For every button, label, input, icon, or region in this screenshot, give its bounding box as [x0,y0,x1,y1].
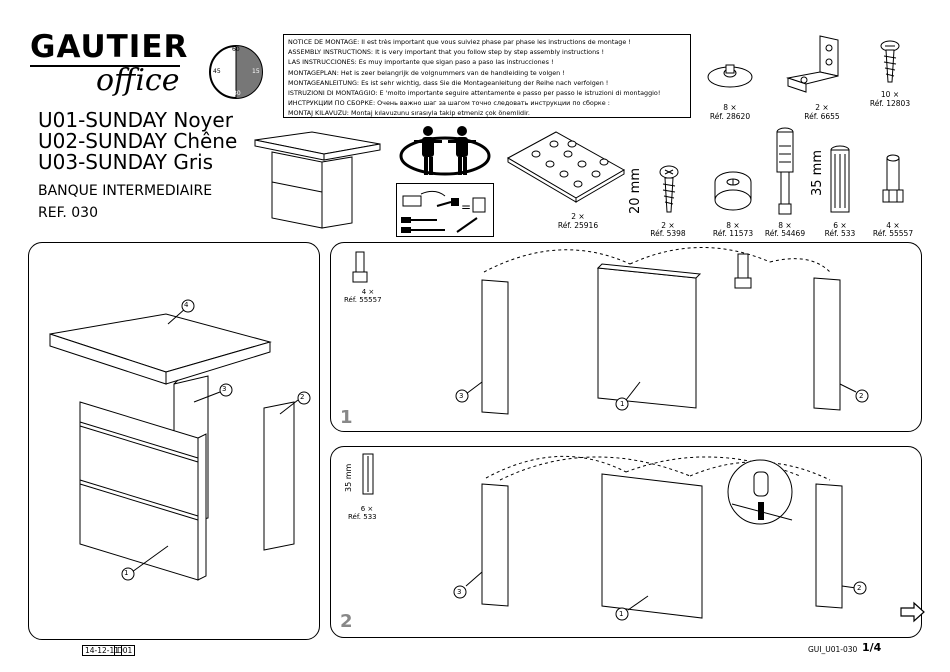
screw-icon [880,40,900,83]
hw-25916-ref: Réf. 25916 [557,221,599,230]
product-name: BANQUE INTERMEDIAIRE [38,183,213,199]
step2-label-1: 1 [619,610,624,618]
step1-drawing [455,247,869,415]
clock-label-15: 15 [252,68,260,75]
hw-12803-ref: Réf. 12803 [869,99,911,108]
hw-533-qty: 6 × [833,221,847,230]
model-line-1: U01-SUNDAY Noyer [38,108,233,132]
step2-panel [330,446,922,638]
step1-ref: Réf. 55557 [344,296,382,304]
connector-plate-icon [506,131,626,203]
hw-28620-qty: 8 × [723,103,737,112]
step2-drawing [453,455,867,621]
hw-6655-ref: Réf. 6655 [804,112,840,121]
notice-de: MONTAGEANLEITUNG: Es ist sehr wichtig, d… [288,78,609,87]
hw-54469-qty: 8 × [778,221,792,230]
clock-label-45: 45 [213,68,221,75]
tools-box: = [396,183,494,237]
leveler-foot-icon [882,154,904,203]
step1-label-2: 2 [859,392,864,400]
step1-label-3: 3 [459,392,464,400]
step2-dowel-icon [362,453,374,495]
hw-533-ref: Réf. 533 [824,229,856,238]
footer-page: 1/4 [862,641,882,654]
overview-label-4: 4 [184,301,189,309]
step2-ref: Réf. 533 [348,513,377,521]
hw-12803-qty: 10 × [880,90,900,99]
notice-en: ASSEMBLY INSTRUCTIONS: It is very import… [288,48,605,57]
hw-25916-qty: 2 × [571,212,585,221]
step2-number: 2 [340,611,353,632]
clock-icon: 60 15 30 45 [208,44,264,100]
step2-label-3: 3 [457,588,462,596]
clock-label-30: 30 [233,90,241,97]
model-line-2: U02-SUNDAY Chêne [38,129,238,153]
notice-tr: MONTAJ KILAVUZU: Montaj kılavuzunu sıras… [288,109,530,118]
hw-55557-qty: 4 × [886,221,900,230]
brand-name: GAUTIER [30,29,189,65]
notice-ru: ИНСТРУКЦИИ ПО СБОРКЕ: Очень важно шаг за… [288,99,610,108]
overview-label-1: 1 [124,569,129,577]
tools-icon: = [401,190,486,233]
dowel-length-label: 35 mm [810,149,825,196]
cam-lock-icon [714,171,752,211]
angle-bracket-icon [786,35,839,93]
wood-screw-icon [659,165,679,213]
next-page-arrow-icon [900,601,925,623]
svg-text:=: = [461,200,471,214]
screw-length-label: 20 mm [628,167,643,214]
overview-panel [28,242,320,640]
step1-number: 1 [340,407,353,428]
step1-label-1: 1 [620,400,625,408]
clock-label-60: 60 [232,46,240,53]
notice-es: LAS INSTRUCCIONES: Es muy importante que… [288,58,554,67]
footer-doc: GUI_U01-030 [808,645,858,654]
exploded-view-drawing [49,299,311,581]
step2-label-2: 2 [857,584,862,592]
step1-panel [330,242,922,432]
cam-bolt-icon [776,127,794,215]
hw-28620-ref: Réf. 28620 [709,112,751,121]
step1-leveler-icon [352,251,368,283]
product-ref: REF. 030 [38,205,98,221]
brand-sub: office [96,63,180,98]
brand-rule [30,65,180,67]
hw-6655-qty: 2 × [815,103,829,112]
hw-5398-qty: 2 × [661,221,675,230]
notice-box: NOTICE DE MONTAGE: Il est très important… [283,34,691,118]
hw-54469-ref: Réf. 54469 [764,229,806,238]
notice-it: ISTRUZIONI DI MONTAGGIO: E 'molto import… [288,89,661,98]
hw-55557-ref: Réf. 55557 [872,229,914,238]
notice-nl: MONTAGEPLAN: Het is zeer belangrijk de v… [288,68,565,77]
hw-11573-ref: Réf. 11573 [712,229,754,238]
footer-date: 14-12-11 [82,645,123,656]
footer-code: D01 [114,645,136,656]
overview-label-3: 3 [222,385,227,393]
model-line-3: U03-SUNDAY Gris [38,150,214,174]
dowel-icon [830,145,850,213]
two-persons-icon [399,126,491,176]
step2-qty: 6 × [360,505,374,513]
brand-logo: GAUTIER office [30,30,220,98]
step1-qty: 4 × [361,288,375,296]
hw-11573-qty: 8 × [726,221,740,230]
notice-fr: NOTICE DE MONTAGE: Il est très important… [288,38,631,46]
hw-5398-ref: Réf. 5398 [650,229,686,238]
overview-label-2: 2 [300,393,305,401]
product-thumbnail [254,131,381,229]
washer-icon [707,64,753,88]
